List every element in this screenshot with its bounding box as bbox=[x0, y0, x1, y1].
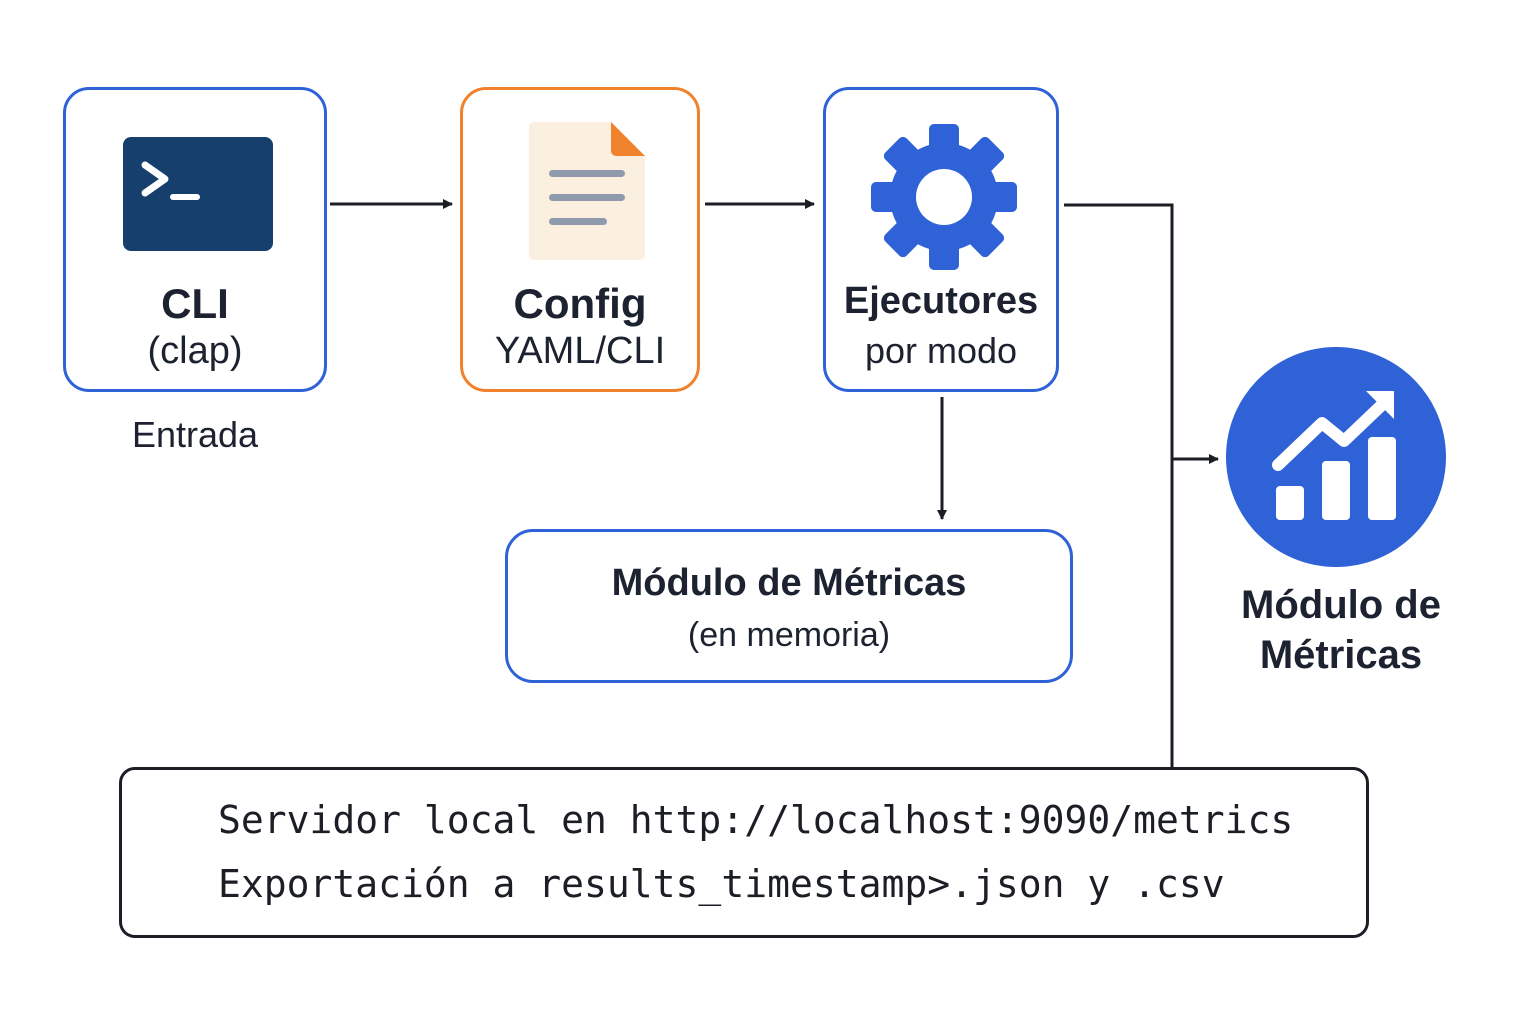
export-line: Exportación a results_timestamp>.json y … bbox=[218, 862, 1225, 906]
config-node: Config YAML/CLI bbox=[460, 87, 700, 392]
metrics-memory-subtitle: (en memoria) bbox=[687, 616, 891, 654]
config-title: Config bbox=[513, 280, 647, 327]
chart-trend-icon bbox=[1226, 347, 1446, 567]
executors-title: Ejecutores bbox=[843, 280, 1039, 322]
cli-subtitle: (clap) bbox=[147, 330, 243, 372]
gear-icon bbox=[871, 124, 1017, 270]
cli-caption: Entrada bbox=[131, 414, 259, 455]
cli-node: CLI (clap) bbox=[63, 87, 327, 392]
metrics-module-label-line-1: Módulo de bbox=[1241, 583, 1441, 627]
cli-title: CLI bbox=[161, 280, 229, 327]
connector-executors-to-server bbox=[1064, 203, 1174, 767]
executors-subtitle: por modo bbox=[864, 330, 1018, 371]
metrics-memory-node: Módulo de Métricas (en memoria) bbox=[505, 529, 1073, 683]
output-box: Servidor local en http://localhost:9090/… bbox=[119, 767, 1369, 938]
metrics-memory-title: Módulo de Métricas bbox=[611, 562, 967, 604]
metrics-module-label-line-2: Métricas bbox=[1259, 633, 1423, 677]
server-url-line: Servidor local en http://localhost:9090/… bbox=[218, 798, 1294, 842]
terminal-icon bbox=[123, 137, 273, 251]
executors-node: Ejecutores por modo bbox=[823, 87, 1059, 392]
config-subtitle: YAML/CLI bbox=[494, 330, 666, 372]
document-icon bbox=[529, 122, 645, 260]
metrics-module-label: Módulo de Métricas bbox=[1196, 580, 1486, 680]
